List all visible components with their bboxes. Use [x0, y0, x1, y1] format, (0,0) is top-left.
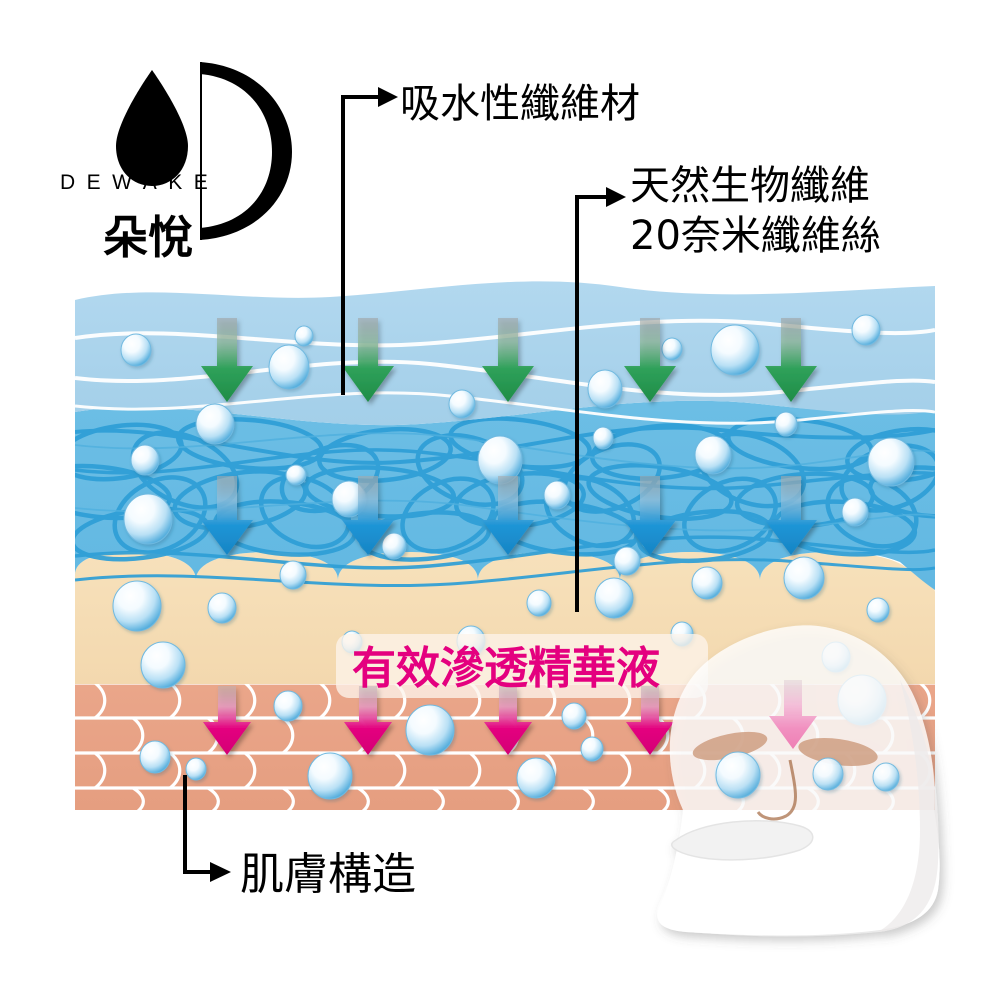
arrow-row-blue	[201, 476, 817, 555]
brand-logo	[116, 62, 292, 240]
mask-eye-hole-right	[798, 737, 878, 767]
leader-arrowhead-skin-structure	[210, 862, 231, 882]
label-skin-structure: 肌膚構造	[240, 849, 416, 900]
leader-line-skin-structure	[183, 775, 212, 874]
leader-line-bio-fiber	[575, 195, 608, 612]
arrow-row-magenta	[203, 686, 674, 755]
mask-mouth-hole	[671, 819, 814, 861]
leader-arrowhead-absorbent-fiber	[378, 87, 398, 107]
label-absorbent-fiber: 吸水性纖維材	[400, 81, 640, 127]
sheet-mask	[656, 625, 940, 937]
mask-eye-hole-left	[692, 731, 768, 761]
mask-nose-line	[756, 759, 797, 821]
label-essence: 有效滲透精華液	[352, 643, 660, 694]
brand-cjk-name: 朵悅	[103, 211, 193, 264]
label-bio-fiber-line2: 20奈米纖維絲	[630, 213, 881, 259]
essence-bubbles	[112, 314, 915, 800]
brand-latin-name: DEWAKE	[60, 171, 219, 194]
arrow-row-green	[201, 318, 817, 402]
essence-callout-panel	[336, 634, 708, 698]
leader-arrowhead-bio-fiber	[606, 187, 626, 207]
label-bio-fiber-line1: 天然生物纖維	[630, 163, 870, 209]
leader-line-absorbent-fiber	[341, 95, 380, 395]
